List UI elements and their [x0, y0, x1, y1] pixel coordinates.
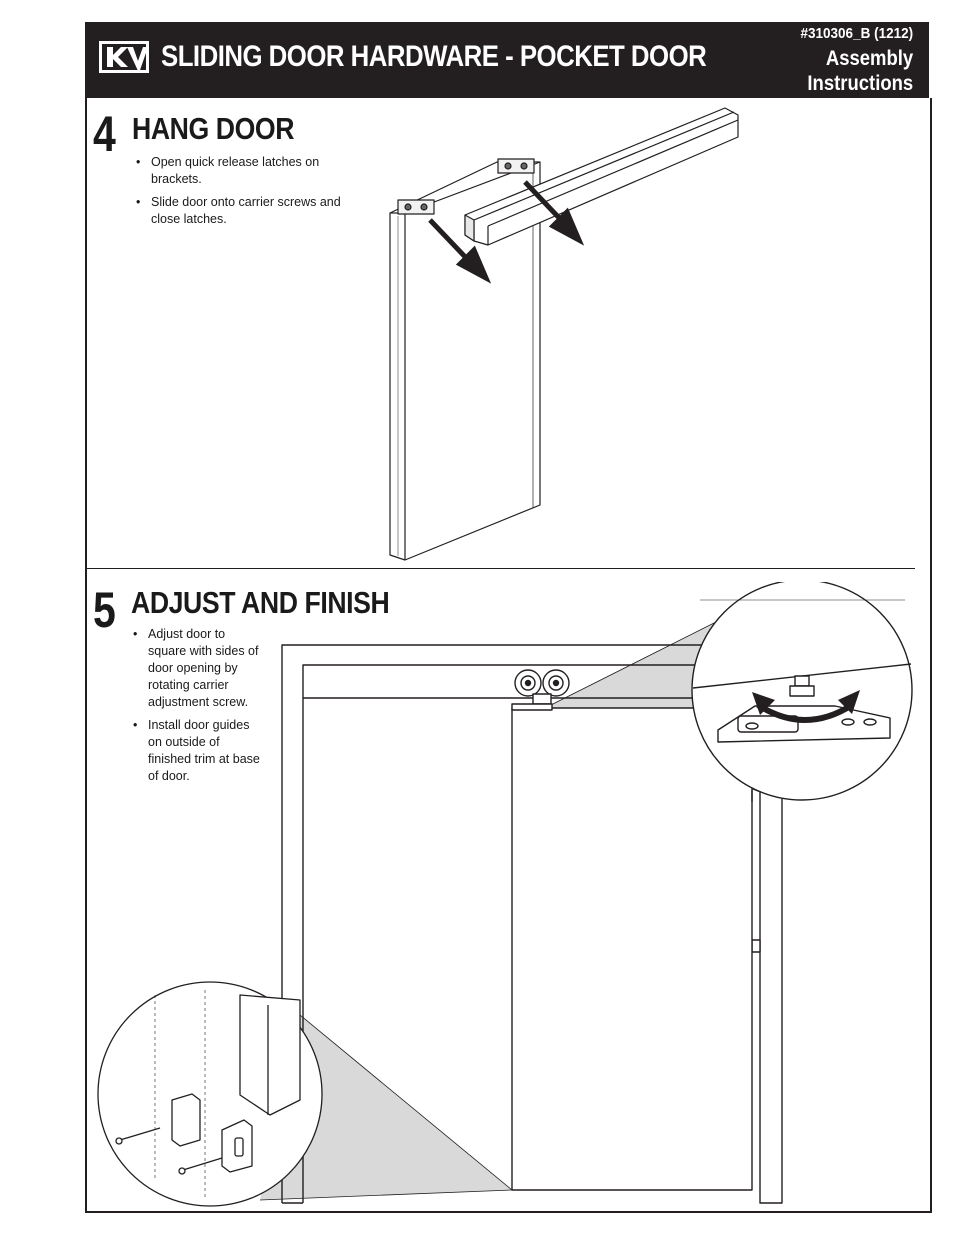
step5-bullets: Adjust door to square with sides of door…	[130, 626, 265, 791]
document-number: #310306_B (1212)	[800, 25, 913, 42]
section-divider	[87, 568, 915, 569]
hang-door-illustration	[389, 107, 739, 561]
step4-number: 4	[93, 106, 116, 162]
step4-bullet-2: Slide door onto carrier screws and close…	[133, 194, 373, 228]
document-title: SLIDING DOOR HARDWARE - POCKET DOOR	[161, 40, 707, 73]
step5-title: ADJUST AND FINISH	[131, 585, 390, 620]
doc-type-line1: Assembly	[825, 47, 913, 70]
step4-title: HANG DOOR	[132, 111, 295, 146]
adjust-finish-illustration	[97, 582, 913, 1207]
step4-bullets: Open quick release latches on brackets. …	[133, 154, 373, 234]
page-frame	[85, 98, 932, 1213]
step5-bullet-2: Install door guides on outside of finish…	[130, 717, 265, 785]
step5-number: 5	[93, 582, 116, 638]
kv-logo-icon	[99, 41, 149, 73]
header-bar: SLIDING DOOR HARDWARE - POCKET DOOR #310…	[85, 22, 929, 98]
step5-bullet-1: Adjust door to square with sides of door…	[130, 626, 265, 711]
document-type: Assembly Instructions	[807, 46, 913, 96]
step4-bullet-1: Open quick release latches on brackets.	[133, 154, 373, 188]
doc-type-line2: Instructions	[807, 72, 913, 95]
